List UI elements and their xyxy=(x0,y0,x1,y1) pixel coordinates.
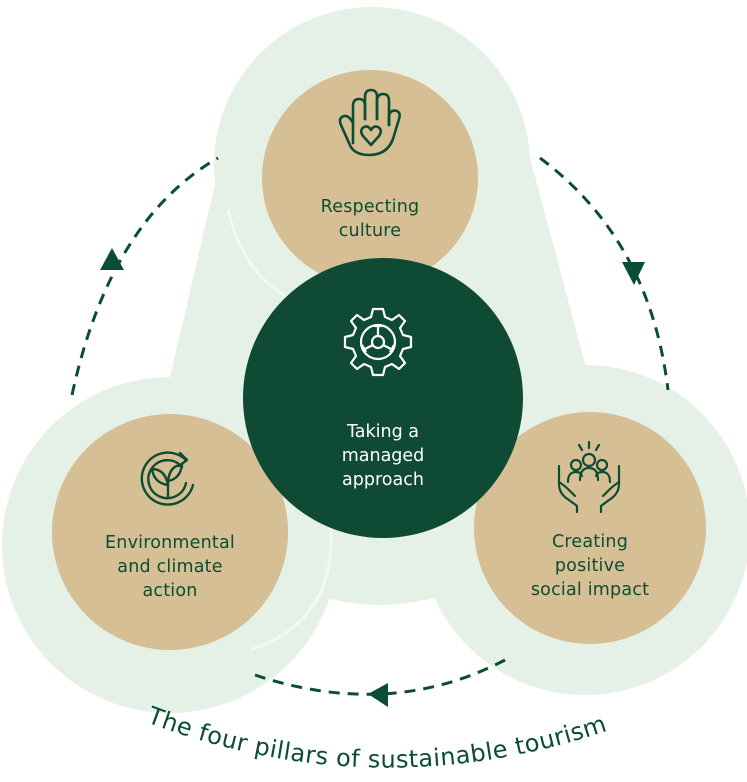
pillar-circle-social xyxy=(474,412,706,644)
hand-heart-icon xyxy=(338,88,401,157)
center-label: Taking a managed approach xyxy=(283,420,483,492)
pillar-label-line: Environmental xyxy=(105,533,235,553)
pillar-label-line: action xyxy=(142,581,198,601)
pillar-label-line: positive xyxy=(554,556,626,576)
arrowhead-left xyxy=(100,248,124,270)
arrow-heads xyxy=(100,248,645,707)
pillar-label-line: culture xyxy=(338,221,402,241)
caption: The four pillars of sustainable tourism xyxy=(143,701,610,774)
center-label-line: managed xyxy=(341,446,425,466)
pillar-label-line: and climate xyxy=(117,557,223,577)
arrowhead-right xyxy=(622,262,645,285)
pillar-circle-culture xyxy=(262,70,478,286)
hands-people-icon xyxy=(557,440,621,514)
center-circle xyxy=(243,258,523,538)
pillar-label-culture: Respecting culture xyxy=(270,195,470,243)
arrow-left xyxy=(70,156,219,396)
arrow-top-right xyxy=(539,156,670,391)
pillar-label-social: Creating positive social impact xyxy=(490,530,690,602)
pillar-circle-environment xyxy=(52,414,288,650)
gear-icon xyxy=(343,307,413,377)
pillar-label-line: Respecting xyxy=(320,197,420,217)
cycle-arrows xyxy=(70,156,670,696)
center-label-line: Taking a xyxy=(347,422,419,442)
pillar-label-line: social impact xyxy=(530,580,650,600)
leaf-cycle-icon xyxy=(140,451,195,506)
arrowhead-bottom xyxy=(368,683,388,707)
pillar-label-environment: Environmental and climate action xyxy=(60,531,280,603)
center-label-line: approach xyxy=(342,470,424,490)
pillar-label-line: Creating xyxy=(551,532,629,552)
